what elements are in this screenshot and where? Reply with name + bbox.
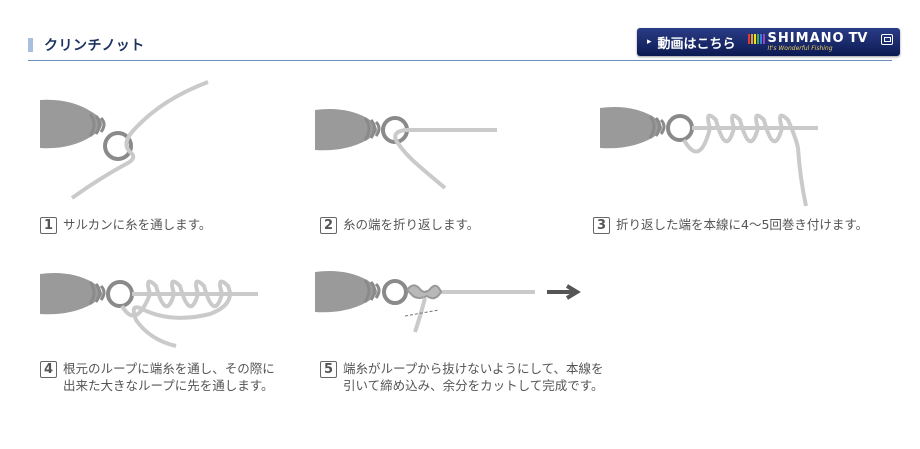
video-button-label-wrap: ▸ 動画はこちら — [647, 33, 736, 52]
step-4-number: 4 — [40, 361, 57, 378]
logo-brand-name: SHIMANO — [767, 31, 845, 46]
swivel-body — [315, 109, 377, 151]
logo-stripe-2 — [750, 33, 753, 44]
step-5-number: 5 — [320, 361, 337, 378]
swivel-wrap — [88, 113, 106, 137]
swivel-wrap — [88, 281, 106, 305]
swivel-body — [600, 107, 662, 149]
step-5-caption: 5 端糸がループから抜けないようにして、本線を 引いて締め込み、余分をカットして… — [320, 360, 604, 394]
logo-stripe-4 — [756, 33, 759, 44]
step-2-number: 2 — [320, 217, 337, 234]
fishing-line — [393, 128, 497, 190]
step-3-text: 折り返した端を本線に4～5回巻き付けます。 — [616, 217, 869, 232]
fishing-line — [70, 80, 209, 200]
step-2-caption: 2 糸の端を折り返します。 — [320, 216, 479, 234]
pull-arrow — [547, 284, 581, 300]
step-4-text-line-1: 根元のループに端糸を通し、その際に — [63, 361, 275, 376]
header-accent-bar — [28, 38, 33, 52]
step-1-text: サルカンに糸を通します。 — [63, 217, 212, 232]
logo-stripe-5 — [759, 33, 762, 44]
step-5-text-line-1: 端糸がループから抜けないようにして、本線を — [343, 361, 604, 376]
page-title: クリンチノット — [44, 38, 145, 54]
logo-stripes — [747, 33, 765, 44]
line-coils — [682, 113, 808, 207]
section-header: クリンチノット — [28, 32, 892, 61]
step-1-caption: 1 サルカンに糸を通します。 — [40, 216, 211, 234]
step-1-illustration — [40, 80, 209, 200]
swivel-wrap — [648, 115, 666, 139]
tag-end — [413, 297, 427, 333]
step-3-illustration — [600, 107, 818, 207]
step-5-illustration — [315, 271, 581, 333]
logo-brand-suffix: TV — [848, 31, 868, 46]
step-3-caption: 3 折り返した端を本線に4～5回巻き付けます。 — [593, 216, 868, 234]
step-2-text: 糸の端を折り返します。 — [343, 217, 480, 232]
step-5-text-wrap: 端糸がループから抜けないようにして、本線を 引いて締め込み、余分をカットして完成… — [343, 360, 604, 394]
shimano-tv-logo: SHIMANO TV It's Wonderful Fishing — [747, 31, 868, 52]
swivel-eye — [103, 131, 133, 161]
step-4-illustration — [40, 273, 258, 348]
tv-icon — [881, 34, 893, 45]
logo-stripe-1 — [747, 33, 750, 44]
cut-mark — [404, 309, 440, 317]
swivel-body — [40, 273, 102, 315]
logo-stripe-3 — [753, 33, 756, 44]
step-1-number: 1 — [40, 217, 57, 234]
step-5-text-line-2: 引いて締め込み、余分をカットして完成です。 — [343, 378, 604, 393]
play-arrow-icon: ▸ — [647, 37, 652, 47]
step-4-caption: 4 根元のループに端糸を通し、その際に 出来た大きなループに先を通します。 — [40, 360, 275, 394]
step-4-text-line-2: 出来た大きなループに先を通します。 — [63, 378, 274, 393]
swivel-body — [40, 99, 102, 149]
swivel-wrap — [363, 117, 381, 141]
swivel-eye — [106, 280, 134, 308]
video-button-label: 動画はこちら — [657, 36, 736, 52]
knot — [405, 284, 443, 300]
step-4-text-wrap: 根元のループに端糸を通し、その際に 出来た大きなループに先を通します。 — [63, 360, 275, 394]
swivel-body — [315, 271, 377, 313]
swivel-eye — [382, 279, 408, 305]
swivel-wrap — [363, 279, 381, 303]
line-coils — [120, 279, 232, 348]
watch-video-button[interactable]: ▸ 動画はこちら SHIMANO TV It's Wonderful Fishi… — [637, 28, 900, 56]
step-3-number: 3 — [593, 217, 610, 234]
step-2-illustration — [315, 109, 497, 190]
swivel-eye — [666, 114, 694, 142]
logo-stripe-6 — [762, 33, 765, 44]
logo-tagline: It's Wonderful Fishing — [767, 45, 833, 52]
